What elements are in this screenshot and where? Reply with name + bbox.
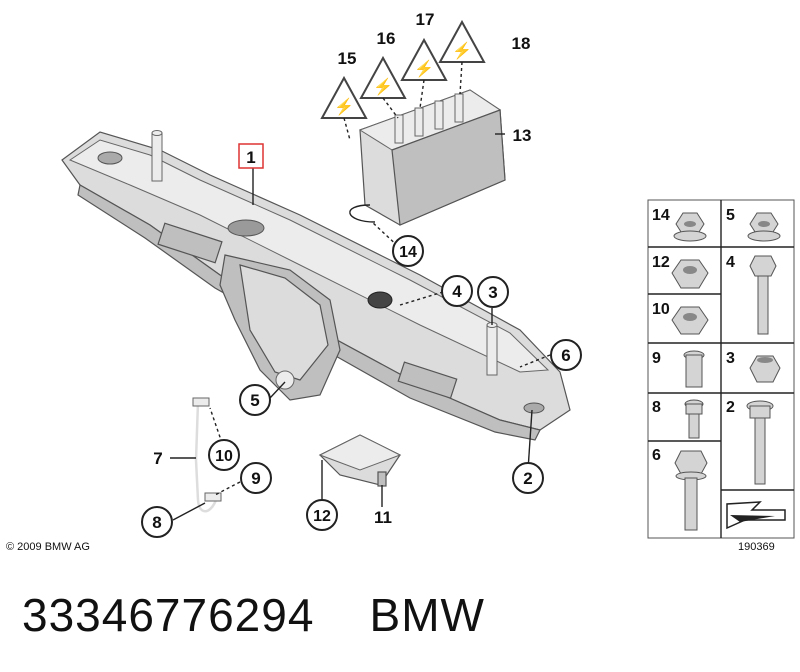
hw-label-2: 2: [726, 399, 735, 416]
long-bolt-icon: [749, 255, 777, 335]
callout-5-label: 5: [250, 391, 259, 410]
callout-10: 10: [208, 439, 240, 471]
hex-bolt-icon: [674, 450, 708, 531]
warning-triangle-15: ⚡: [320, 75, 368, 119]
callout-1-label: 1: [246, 148, 255, 167]
callout-1: 1: [238, 143, 264, 169]
callout-17-label: 17: [416, 10, 435, 29]
warning-triangles: ⚡ ⚡ ⚡ ⚡: [320, 19, 486, 141]
callout-12-label: 12: [313, 508, 331, 525]
hw-label-3: 3: [726, 350, 735, 367]
direction-arrow-icon: [726, 501, 786, 530]
axle-carrier: [61, 130, 571, 441]
control-unit: [349, 89, 506, 226]
hw-label-9: 9: [652, 350, 661, 367]
callout-14-label: 14: [399, 244, 417, 261]
heat-shield: [318, 434, 402, 487]
callout-3: 3: [477, 276, 509, 308]
hw-label-6: 6: [652, 447, 661, 464]
short-bolt-icon: [684, 399, 704, 439]
callout-5: 5: [239, 384, 271, 416]
callout-4-label: 4: [452, 282, 462, 301]
callout-9: 9: [240, 462, 272, 494]
hex-nut-icon: [671, 306, 709, 335]
ground-cable: [192, 397, 222, 513]
callout-6: 6: [550, 339, 582, 371]
callout-4: 4: [441, 275, 473, 307]
hw-label-12: 12: [652, 254, 670, 271]
callout-2: 2: [512, 462, 544, 494]
callout-6-label: 6: [561, 346, 570, 365]
svg-text:⚡: ⚡: [334, 97, 354, 116]
hw-label-8: 8: [652, 399, 661, 416]
self-locking-nut-icon: [749, 355, 781, 383]
svg-text:⚡: ⚡: [414, 59, 434, 78]
hardware-table: 14 5 12 4 10 9 3 8 2 6: [647, 199, 795, 539]
hw-label-4: 4: [726, 254, 735, 271]
callout-17: 17: [416, 10, 435, 29]
torx-bolt-icon: [746, 400, 774, 485]
stud-bolt-icon: [683, 350, 705, 388]
callout-9-label: 9: [251, 469, 260, 488]
callout-16-label: 16: [377, 29, 396, 48]
callout-7: 7: [153, 449, 162, 468]
callout-13-label: 13: [513, 126, 532, 145]
callout-2-label: 2: [523, 469, 532, 488]
callout-7-label: 7: [153, 449, 162, 468]
hex-nut-icon: [671, 259, 709, 289]
callout-15: 15: [338, 49, 357, 68]
callout-8: 8: [141, 506, 173, 538]
hw-label-10: 10: [652, 301, 670, 318]
callout-12: 12: [306, 499, 338, 531]
callout-18-label: 18: [512, 34, 531, 53]
part-number-caption: 33346776294 BMW: [22, 589, 485, 641]
diagram-reference-number: 190369: [738, 541, 775, 553]
callout-8-label: 8: [152, 513, 161, 532]
callout-15-label: 15: [338, 49, 357, 68]
flange-nut-icon: [673, 212, 707, 242]
callout-11-label: 11: [374, 508, 392, 527]
callout-3-label: 3: [488, 283, 497, 302]
callout-13: 13: [513, 126, 532, 145]
callout-14: 14: [392, 235, 424, 267]
copyright-notice: © 2009 BMW AG: [6, 541, 90, 553]
hw-label-14: 14: [652, 207, 670, 224]
flange-nut-icon: [747, 212, 781, 242]
callout-10-label: 10: [215, 448, 233, 465]
svg-text:⚡: ⚡: [452, 41, 472, 60]
callout-18: 18: [512, 34, 531, 53]
svg-text:⚡: ⚡: [373, 77, 393, 96]
callout-16: 16: [377, 29, 396, 48]
warning-triangle-16: ⚡: [359, 55, 407, 99]
warning-triangle-18: ⚡: [438, 19, 486, 63]
hw-label-5: 5: [726, 207, 735, 224]
warning-triangle-17: ⚡: [400, 37, 448, 81]
callout-11: 11: [374, 508, 392, 527]
